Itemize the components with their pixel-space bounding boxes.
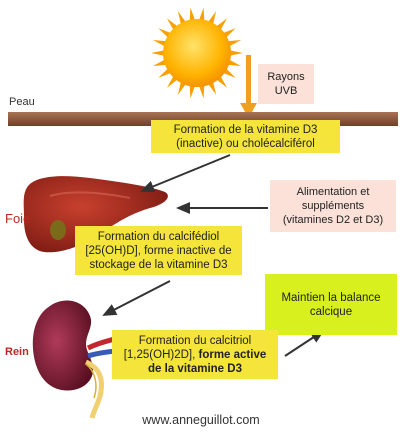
skin-label: Peau	[9, 96, 35, 108]
sun-ray	[198, 84, 205, 99]
sun-ray	[189, 84, 196, 99]
d3-formation-box: Formation de la vitamine D3 (inactive) o…	[151, 120, 340, 153]
sun-ray	[226, 59, 242, 66]
sun-ray	[152, 40, 168, 47]
sun-ray	[228, 50, 243, 56]
uvb-arrow	[240, 55, 257, 118]
calcifediol-box: Formation du calcifédiol [25(OH)D], form…	[75, 226, 242, 275]
uvb-box: Rayons UVB	[258, 64, 314, 104]
sun-ray	[198, 7, 205, 22]
sun-icon	[151, 7, 243, 99]
calcitriol-box: Formation du calcitriol [1,25(OH)2D], fo…	[112, 330, 278, 379]
liver-icon	[23, 176, 168, 253]
kidney-label: Rein	[5, 346, 29, 358]
footer-url: www.anneguillot.com	[142, 413, 260, 427]
arrow-liver-to-kidney	[102, 280, 171, 316]
arrow-skin-to-liver	[140, 154, 231, 193]
kidney-icon	[32, 300, 121, 419]
sun-ray	[226, 40, 242, 47]
calcium-balance-box: Maintien la balance calcique	[265, 274, 397, 335]
arrow-kidney-to-balance	[284, 329, 325, 357]
sun-ray	[152, 59, 168, 66]
diet-box: Alimentation et suppléments (vitamines D…	[270, 180, 396, 232]
sun-ray	[189, 7, 196, 22]
liver-label: Foie	[5, 211, 31, 226]
sun-ray	[151, 50, 166, 56]
